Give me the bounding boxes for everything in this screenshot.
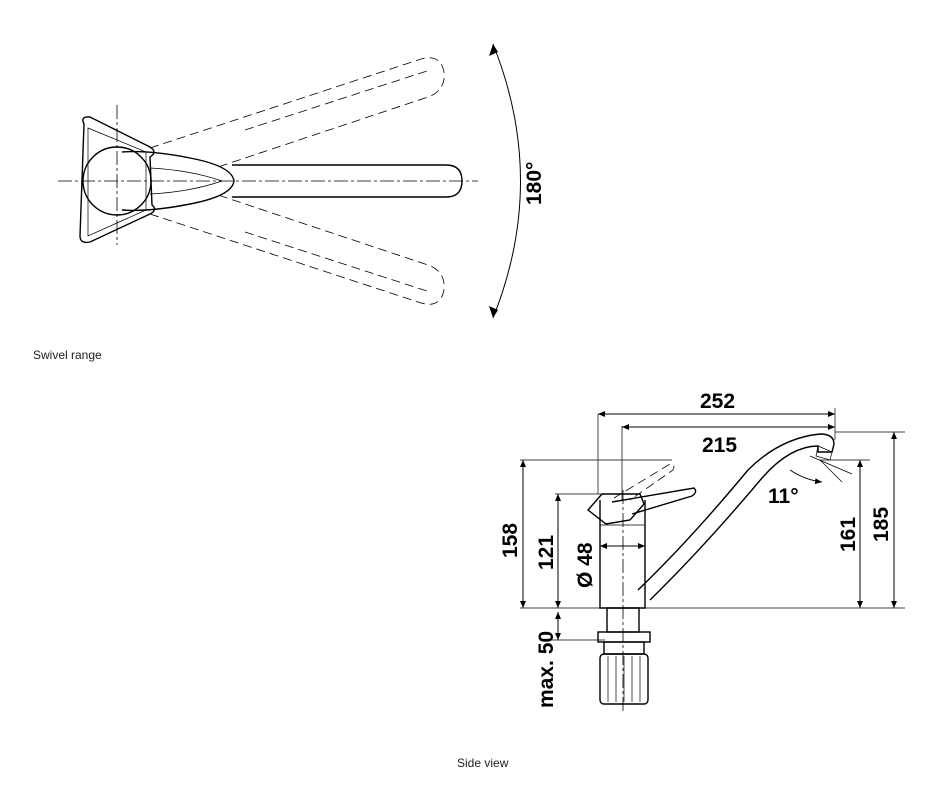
side-view-caption: Side view [457, 756, 509, 770]
swivel-angle-label: 180° [523, 162, 546, 205]
height-total-label: 185 [870, 507, 893, 542]
lever-head [586, 493, 645, 525]
swivel-range-caption: Swivel range [33, 348, 102, 362]
height-body-label: 121 [535, 535, 558, 570]
height-lever-label: 158 [499, 523, 522, 558]
spout-down [149, 193, 445, 305]
lever-handle [611, 487, 697, 515]
swivel-range-view: 180° [58, 43, 546, 319]
tap-body [599, 500, 646, 609]
escutcheon-triangle [79, 116, 156, 244]
spout-side [637, 433, 835, 601]
mount-nut [599, 653, 649, 705]
mount-washer [597, 631, 651, 643]
reach-label: 215 [702, 434, 737, 457]
lever-outline [121, 150, 235, 212]
max-thickness-label: max. 50 [535, 631, 558, 708]
swivel-arc [492, 43, 521, 319]
width-total-label: 252 [700, 390, 735, 413]
spout-up [149, 57, 445, 169]
height-spout-label: 161 [837, 517, 860, 552]
lever-handle-up [613, 463, 675, 501]
diameter-label: Ø 48 [574, 542, 597, 588]
spout-angle-label: 11° [768, 485, 799, 508]
side-view: 252 215 158 121 Ø 48 max. 50 161 185 11° [499, 390, 905, 712]
